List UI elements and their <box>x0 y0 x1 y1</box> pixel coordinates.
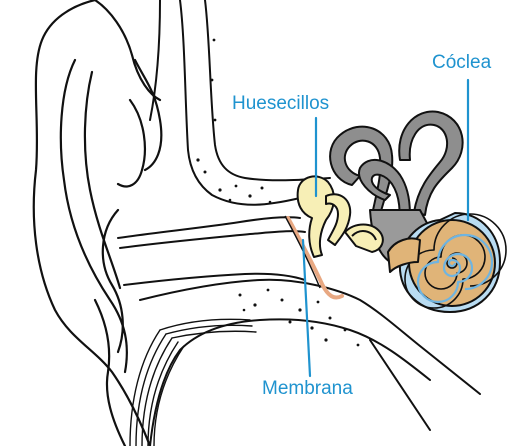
outer-ear <box>34 0 162 446</box>
bone-base <box>370 340 430 430</box>
bone-texture <box>196 39 359 347</box>
membrane-label: Membrana <box>262 379 353 398</box>
pinna-outline <box>34 0 150 446</box>
antihelix <box>61 60 127 372</box>
canal-top <box>118 217 300 238</box>
bone-inner-wall <box>205 0 330 180</box>
cochlea-label: Cóclea <box>432 53 491 72</box>
ossicles-label: Huesecillos <box>232 94 329 113</box>
stapes <box>345 225 383 253</box>
ear-canal <box>118 217 305 285</box>
incus <box>326 194 350 245</box>
pinna-helix <box>95 0 160 100</box>
fossa <box>118 100 145 186</box>
